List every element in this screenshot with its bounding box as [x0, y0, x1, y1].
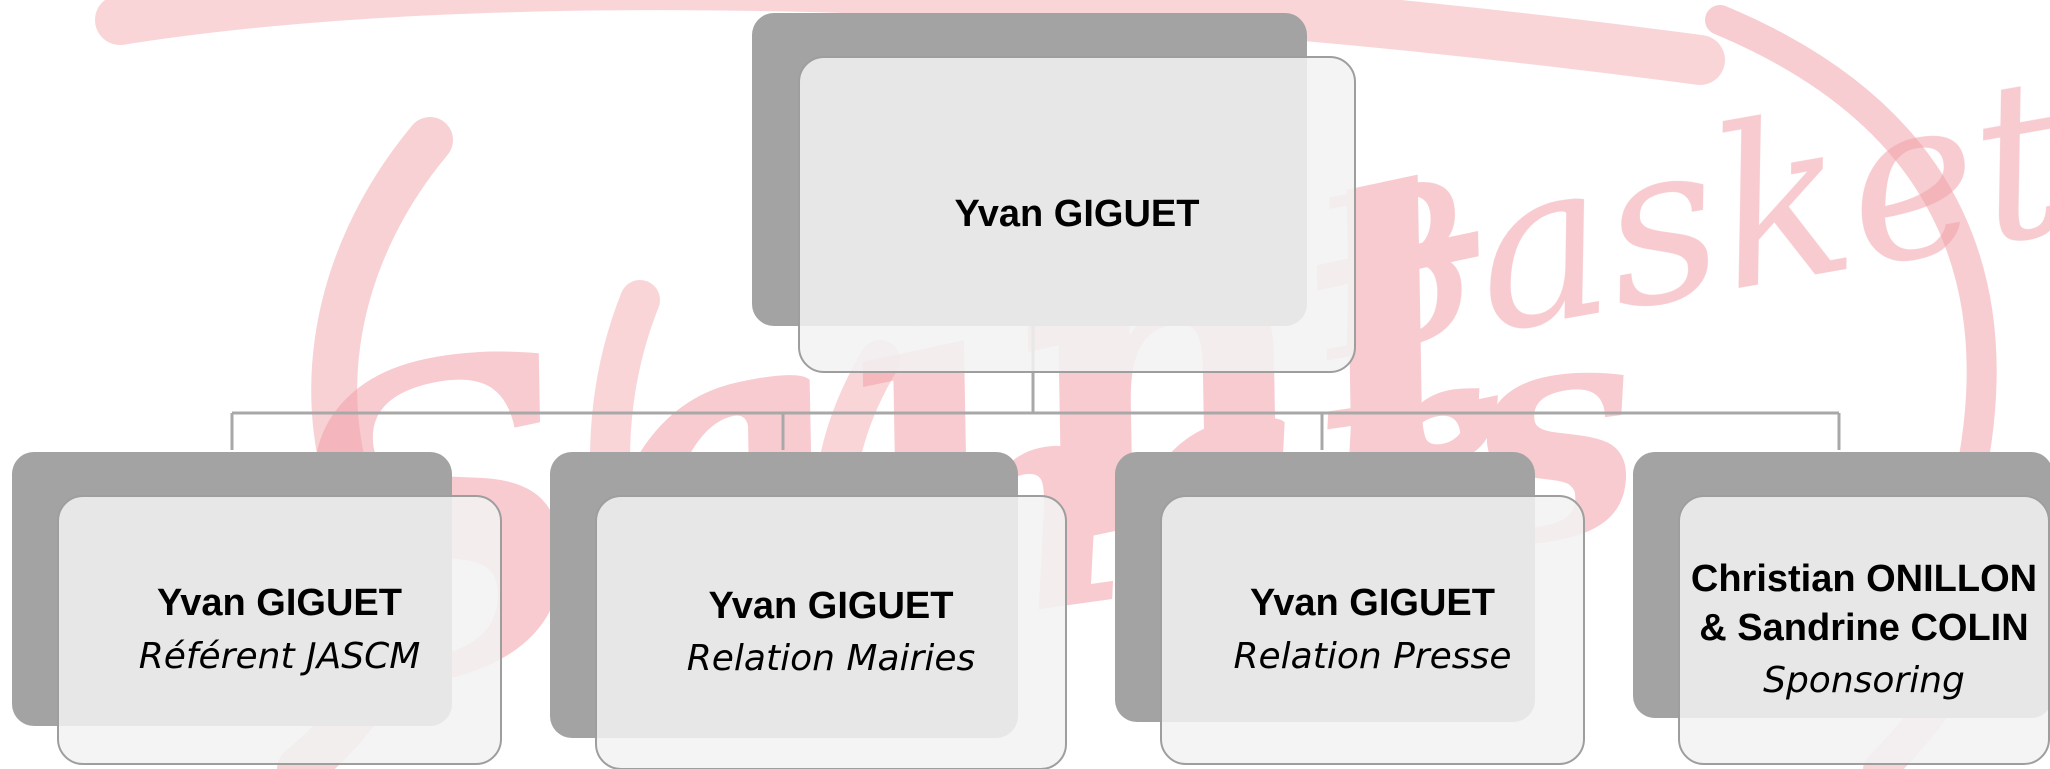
child-node-4-card: Christian ONILLON & Sandrine COLIN Spons…	[1678, 495, 2050, 765]
watermark-arc-right	[1705, 5, 1997, 535]
child-node-1-name: Yvan GIGUET	[157, 582, 402, 625]
child-node-2-card: Yvan GIGUET Relation Mairies	[595, 495, 1067, 769]
child-node-1: Yvan GIGUET Référent JASCM	[12, 452, 502, 769]
watermark-swoosh-top	[95, 0, 1725, 85]
child-node-2-name: Yvan GIGUET	[708, 584, 954, 627]
root-node-name: Yvan GIGUET	[954, 193, 1200, 236]
child-node-4-role: Sponsoring	[1763, 660, 1965, 702]
child-node-4-name: Christian ONILLON & Sandrine COLIN	[1690, 557, 2038, 649]
child-node-2: Yvan GIGUET Relation Mairies	[550, 452, 1067, 769]
child-node-4: Christian ONILLON & Sandrine COLIN Spons…	[1633, 452, 2050, 765]
child-node-1-card: Yvan GIGUET Référent JASCM	[57, 495, 502, 765]
child-node-3-role: Relation Presse	[1233, 635, 1512, 677]
child-node-3: Yvan GIGUET Relation Presse	[1115, 452, 1585, 765]
child-node-3-card: Yvan GIGUET Relation Presse	[1160, 495, 1585, 765]
root-node: Yvan GIGUET	[752, 13, 1356, 373]
root-node-card: Yvan GIGUET	[798, 56, 1356, 373]
child-node-2-role: Relation Mairies	[686, 638, 976, 680]
child-node-3-name: Yvan GIGUET	[1250, 582, 1495, 625]
child-node-1-role: Référent JASCM	[138, 635, 421, 677]
